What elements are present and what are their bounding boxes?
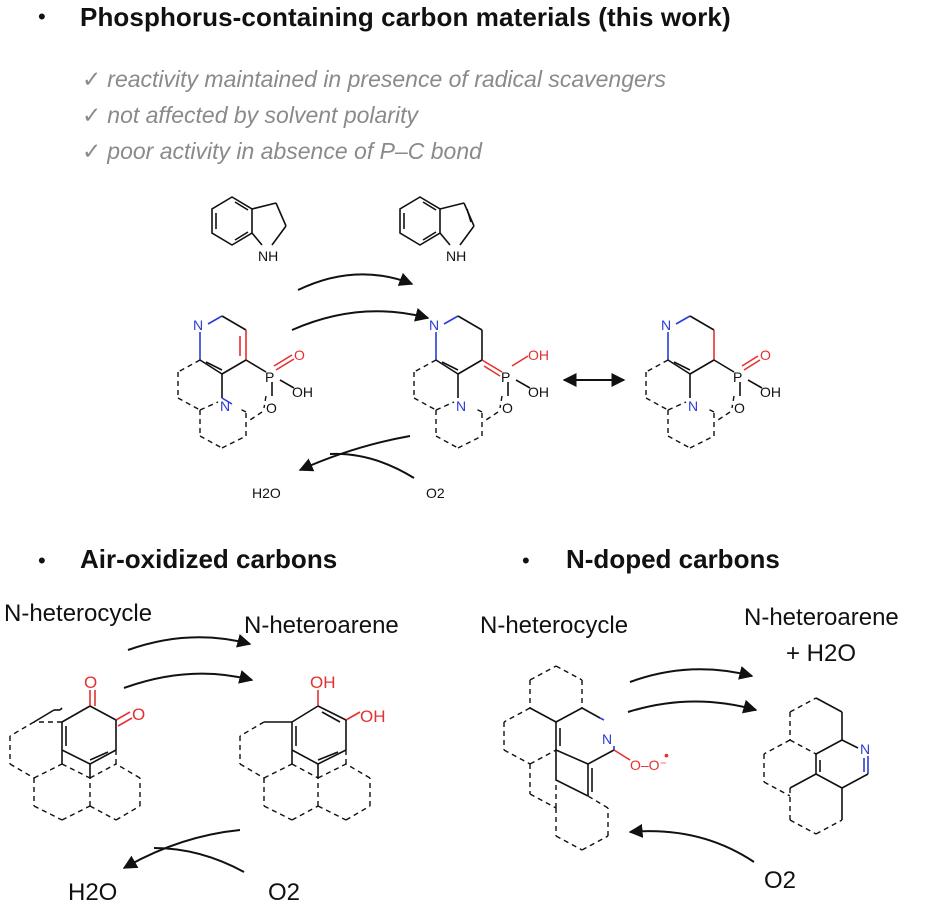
atom-label: OH bbox=[292, 384, 313, 400]
indole-structure: NH bbox=[399, 196, 475, 264]
atom-label: N bbox=[429, 317, 439, 333]
atom-label: O bbox=[84, 673, 97, 692]
phosphorus-catalyst-reduced: N P OH OH O N bbox=[413, 315, 549, 449]
product-extra-label: + H2O bbox=[786, 640, 857, 667]
arrow-catalyst-reduction bbox=[123, 670, 254, 689]
atom-label: N bbox=[860, 741, 870, 757]
arrow-heterocycle-to-arene bbox=[127, 633, 252, 651]
atom-label: N bbox=[456, 398, 466, 414]
arrow-catalyst-reduction bbox=[291, 308, 430, 331]
section-title-air-oxidized: Air-oxidized carbons bbox=[80, 544, 338, 574]
section-title-n-doped: N-doped carbons bbox=[566, 544, 780, 574]
substrate-label: N-heterocycle bbox=[4, 600, 153, 627]
note-item: ✓reactivity maintained in presence of ra… bbox=[82, 66, 666, 93]
product-label: N-heteroarene bbox=[244, 612, 399, 639]
substrate-label: N-heterocycle bbox=[480, 612, 629, 639]
atom-label: P bbox=[733, 369, 742, 385]
atom-label: O bbox=[734, 400, 745, 416]
arrow-catalyst-reoxidation bbox=[628, 823, 755, 863]
check-icon: ✓ bbox=[82, 138, 102, 164]
check-icon: ✓ bbox=[82, 66, 102, 92]
n-doped-heteroarene-structure: N bbox=[763, 697, 870, 835]
atom-label: OH bbox=[310, 673, 336, 692]
atom-label: OH bbox=[360, 707, 386, 726]
bullet: • bbox=[38, 4, 46, 29]
atom-label: O–O⁻ bbox=[630, 757, 667, 773]
oxidant-o2: O2 bbox=[268, 879, 300, 906]
note-item: ✓poor activity in absence of P–C bond bbox=[82, 138, 482, 165]
bullet: • bbox=[38, 548, 46, 573]
note-text: reactivity maintained in presence of rad… bbox=[107, 66, 666, 92]
byproduct-h2o: H2O bbox=[252, 485, 281, 501]
atom-label: OH bbox=[528, 384, 549, 400]
atom-label: O bbox=[132, 705, 145, 724]
oxidant-o2: O2 bbox=[764, 867, 796, 894]
arrow-heterocycle-to-arene bbox=[629, 666, 754, 683]
atom-label: N bbox=[661, 317, 671, 333]
atom-label: O bbox=[760, 347, 771, 363]
atom-label: P bbox=[265, 369, 274, 385]
atom-label: N bbox=[220, 398, 230, 414]
arrow-indoline-to-indole bbox=[297, 272, 414, 291]
atom-label: N bbox=[602, 731, 612, 747]
atom-label: NH bbox=[258, 248, 278, 264]
atom-label: O bbox=[294, 347, 305, 363]
note-text: poor activity in absence of P–C bond bbox=[107, 138, 482, 164]
radical-dot: • bbox=[664, 747, 669, 763]
arrow-catalyst-reduction bbox=[627, 699, 758, 714]
atom-label: O bbox=[266, 400, 277, 416]
bullet: • bbox=[522, 548, 530, 573]
byproduct-h2o: H2O bbox=[68, 879, 117, 906]
arrow-o2-uptake bbox=[329, 452, 415, 479]
atom-label: NH bbox=[446, 248, 466, 264]
n-doped-superoxide-structure: N O–O⁻ • bbox=[503, 665, 669, 851]
atom-label: N bbox=[193, 317, 203, 333]
arrow-o2-uptake bbox=[153, 847, 245, 873]
check-icon: ✓ bbox=[82, 102, 102, 128]
arrow-catalyst-reoxidation bbox=[298, 435, 411, 472]
product-label: N-heteroarene bbox=[744, 604, 899, 631]
indoline-structure: NH bbox=[211, 196, 287, 264]
atom-label: OH bbox=[760, 384, 781, 400]
arrow-catalyst-reoxidation bbox=[122, 829, 241, 869]
phosphorus-catalyst-oxidized: N P O OH O N bbox=[177, 315, 313, 449]
atom-label: OH bbox=[528, 347, 549, 363]
note-item: ✓not affected by solvent polarity bbox=[82, 102, 418, 129]
quinone-structure: O O bbox=[9, 673, 145, 821]
note-text: not affected by solvent polarity bbox=[107, 102, 418, 128]
atom-label: O bbox=[502, 400, 513, 416]
section-title-phosphorus: Phosphorus-containing carbon materials (… bbox=[80, 2, 731, 32]
atom-label: N bbox=[688, 398, 698, 414]
oxidant-o2: O2 bbox=[426, 485, 445, 501]
phosphorus-catalyst-resonance: N P O OH O N bbox=[645, 315, 781, 449]
catechol-structure: OH OH bbox=[239, 673, 386, 821]
atom-label: P bbox=[501, 369, 510, 385]
